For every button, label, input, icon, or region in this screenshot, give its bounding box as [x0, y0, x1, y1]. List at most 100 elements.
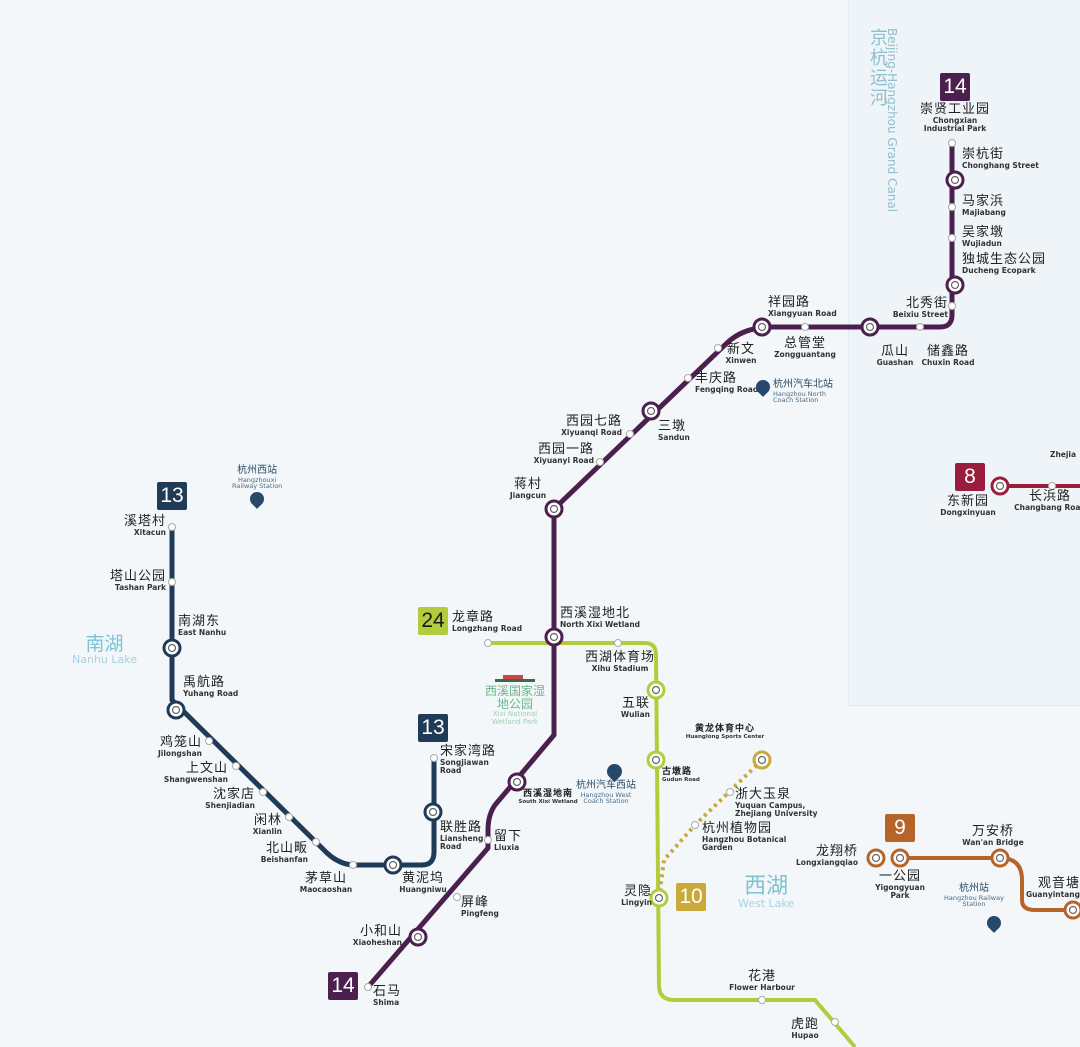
- station-chuxin-road[interactable]: [916, 323, 924, 331]
- station-maocaoshan[interactable]: [349, 861, 357, 869]
- interchange-station-chonghang-street[interactable]: [945, 170, 965, 190]
- line-13-badge-east[interactable]: 13: [418, 714, 448, 742]
- station-xianlin[interactable]: [285, 813, 293, 821]
- station-xinwen[interactable]: [714, 344, 722, 352]
- station-chongxian[interactable]: [948, 139, 956, 147]
- station-xiyuanyi-road[interactable]: [596, 458, 604, 466]
- poi-hangzhou-west-coach[interactable]: 杭州汽车西站 Hangzhou West Coach Station: [576, 760, 636, 805]
- interchange-station-jiangcun[interactable]: [544, 499, 564, 519]
- station-shangwenshan[interactable]: [232, 762, 240, 770]
- interchange-station-wulian[interactable]: [646, 680, 666, 700]
- station-flower-harbour[interactable]: [758, 996, 766, 1004]
- line-8-badge[interactable]: 8: [955, 463, 985, 491]
- interchange-station-xiangyuan-road[interactable]: [752, 317, 772, 337]
- station-changbang-road[interactable]: [1048, 482, 1056, 490]
- station-liuxia[interactable]: [484, 836, 492, 844]
- line-14-badge-south[interactable]: 14: [328, 972, 358, 1000]
- poi-hangzhou-railway[interactable]: 杭州站 Hangzhou Railway Station: [944, 883, 1004, 934]
- interchange-station-east-nanhu[interactable]: [162, 638, 182, 658]
- station-hangzhou-botanical[interactable]: [691, 821, 699, 829]
- station-wujiadun[interactable]: [948, 234, 956, 242]
- interchange-station-wan-an-bridge[interactable]: [990, 848, 1010, 868]
- station-longzhang-road[interactable]: [484, 639, 492, 647]
- interchange-station-huangniwu[interactable]: [383, 855, 403, 875]
- line-13-badge[interactable]: 13: [157, 482, 187, 510]
- interchange-station-liansheng[interactable]: [423, 802, 443, 822]
- station-fengqing-road[interactable]: [684, 374, 692, 382]
- line-10-badge[interactable]: 10: [676, 883, 706, 911]
- interchange-station-south-xixi-wetland[interactable]: [507, 772, 527, 792]
- station-shenjiadian[interactable]: [259, 788, 267, 796]
- interchange-station-lingyin[interactable]: [649, 888, 669, 908]
- station-label-zhejia[interactable]: Zhejia: [1050, 450, 1076, 459]
- station-beixiu-street[interactable]: [948, 302, 956, 310]
- interchange-station-yigongyuan[interactable]: [890, 848, 910, 868]
- station-xitacun[interactable]: [168, 523, 176, 531]
- interchange-station-longxiangqiao[interactable]: [866, 848, 886, 868]
- interchange-station-dongxinyuan[interactable]: [990, 476, 1010, 496]
- station-jilongshan[interactable]: [205, 737, 213, 745]
- poi-hangzhou-north-coach[interactable]: 杭州汽车北站 Hangzhou North Coach Station: [753, 377, 833, 404]
- station-xihu-stadium[interactable]: [614, 639, 622, 647]
- line-14-badge[interactable]: 14: [940, 73, 970, 101]
- interchange-station-sandun[interactable]: [641, 401, 661, 421]
- interchange-station-gudun-road[interactable]: [646, 750, 666, 770]
- station-pingfeng[interactable]: [453, 893, 461, 901]
- interchange-station-ducheng-ecopark[interactable]: [945, 275, 965, 295]
- poi-hangzhouxi-railway[interactable]: 杭州西站 Hangzhouxi Railway Station: [232, 465, 282, 510]
- station-xiyuanqi-road[interactable]: [626, 430, 634, 438]
- interchange-station-huanglong-sports-center[interactable]: [752, 750, 772, 770]
- line-24-badge[interactable]: 24: [418, 607, 448, 635]
- station-tashan-park[interactable]: [168, 578, 176, 586]
- interchange-station-guashan[interactable]: [860, 317, 880, 337]
- station-majiabang[interactable]: [948, 203, 956, 211]
- station-zongguantang[interactable]: [801, 323, 809, 331]
